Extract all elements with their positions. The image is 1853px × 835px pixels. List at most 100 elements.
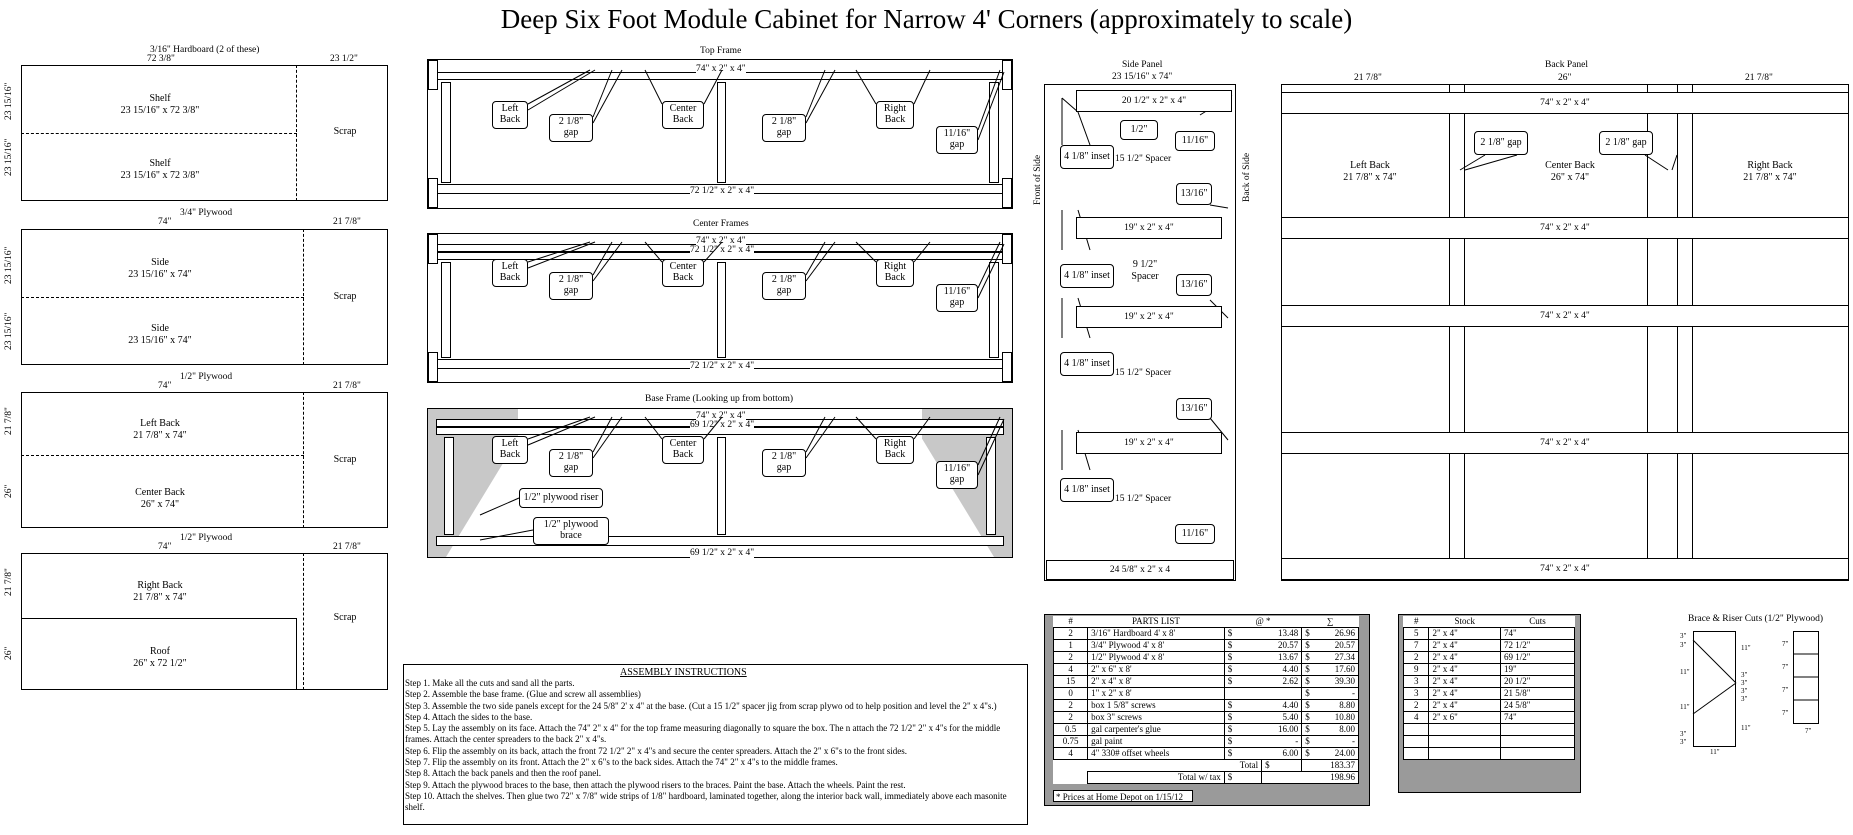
board-b2: 19" x 2" x 4": [1076, 217, 1222, 239]
stock-cell: [1500, 747, 1575, 760]
parts-header: ∑: [1326, 616, 1334, 626]
assembly-step: Step 1. Make all the cuts and sand all t…: [405, 678, 575, 688]
stock-header: Cuts: [1529, 616, 1546, 626]
callout-gap: 2 1/8" gap: [762, 449, 806, 477]
assembly-step: Step 4. Attach the sides to the base.: [405, 711, 533, 722]
scrap-label: Scrap: [333, 291, 357, 302]
callout-gap: 2 1/8" gap: [1474, 131, 1528, 155]
stock-header: #: [1413, 616, 1419, 626]
sheet-outline: [21, 392, 388, 528]
brace-heading: Brace & Riser Cuts (1/2" Plywood): [1688, 614, 1824, 624]
callout-11-16: 11/16": [1175, 131, 1215, 151]
parts-cell: [1261, 687, 1303, 700]
assembly-step: Step 3. Assemble the two side panels exc…: [405, 700, 997, 711]
stock-cell: 7: [1402, 639, 1430, 652]
assembly-step: shelf.: [405, 802, 425, 813]
assembly-step: Step 9. Attach the plywood braces to the…: [405, 779, 906, 790]
width-label: 26": [1558, 73, 1572, 83]
board-b3: 19" x 2" x 4": [1076, 306, 1222, 328]
assembly-instructions-box: [403, 664, 1028, 825]
panel-size-label: 23 15/16" x 74": [1112, 72, 1173, 82]
parts-tax-cell: 198.96: [1261, 771, 1359, 784]
panel-heading: Side Panel: [1122, 60, 1163, 70]
stock-cell: 2" x 4": [1428, 699, 1502, 712]
stock-cell: [1428, 735, 1502, 748]
parts-cell: 24.00: [1318, 747, 1360, 760]
parts-cell: -: [1318, 687, 1360, 700]
scrap-width-label: 21 7/8": [333, 381, 361, 391]
scrap-width-label: 21 7/8": [333, 542, 361, 552]
callout-gap: 2 1/8" gap: [549, 272, 593, 300]
rail: 74" x 2" x 4": [1281, 305, 1849, 327]
rail: 74" x 2" x 4": [1281, 92, 1849, 114]
parts-cell: 27.34: [1318, 651, 1360, 664]
callout-center-back: Center Back: [662, 101, 704, 129]
stock-cell: 69 1/2": [1500, 651, 1575, 664]
parts-cell: $: [1301, 723, 1319, 736]
rail: 74" x 2" x 4": [1281, 432, 1849, 454]
callout-11-16: 11/16": [1175, 524, 1215, 544]
panel-heading: Back Panel: [1545, 60, 1589, 70]
assembly-steps: Step 1. Make all the cuts and sand all t…: [405, 678, 1025, 814]
callout-half: 1/2": [1120, 120, 1158, 140]
page-title: Deep Six Foot Module Cabinet for Narrow …: [500, 4, 1353, 34]
callout-gap-right: 11/16" gap: [936, 284, 978, 312]
parts-total-cell: 183.37: [1301, 759, 1359, 772]
back-panel-outline: [1281, 84, 1849, 581]
sheet-width-label: 74": [158, 542, 172, 552]
stock-cell: 74": [1500, 711, 1575, 724]
stock-cell: 3: [1402, 687, 1430, 700]
scrap-width-label: 21 7/8": [333, 217, 361, 227]
parts-total-cell: Total: [1239, 760, 1259, 770]
callout-center-back: Center Back: [662, 259, 704, 287]
sheet-heading: 1/2" Plywood: [180, 372, 233, 382]
sheet-width-label: 74": [158, 381, 172, 391]
stock-cell: [1402, 747, 1430, 760]
scrap-label: Scrap: [333, 126, 357, 137]
parts-cell: $: [1301, 639, 1319, 652]
top-board-label: 74" x 2" x 4": [696, 64, 746, 74]
stock-cell: 2" x 4": [1428, 651, 1502, 664]
top2-board-label: 69 1/2" x 2" x 4": [690, 420, 755, 430]
side-panel-outline: [1044, 84, 1236, 581]
bottom-board-label: 72 1/2" x 2" x 4": [690, 361, 755, 371]
rail: 74" x 2" x 4": [1281, 217, 1849, 239]
callout-inset: 4 1/8" inset: [1060, 478, 1114, 502]
parts-cell: 10.80: [1318, 711, 1360, 724]
parts-cell: 4.40: [1261, 663, 1303, 676]
frame-heading: Top Frame: [700, 46, 742, 56]
top-board-label: 74" x 2" x 4": [696, 236, 746, 246]
assembly-step: Step 2. Assemble the base frame. (Glue a…: [405, 689, 641, 700]
parts-cell: 2: [1052, 711, 1089, 724]
assembly-heading: ASSEMBLY INSTRUCTIONS: [620, 667, 747, 678]
assembly-step: Step 5. Lay the assembly on its face. At…: [405, 723, 1001, 734]
parts-cell: 4" 330# offset wheels: [1087, 747, 1225, 760]
callout-gap: 2 1/8" gap: [762, 114, 806, 142]
spacer-label: 15 1/2" Spacer: [1115, 154, 1172, 164]
stock-cell: 3: [1402, 675, 1430, 688]
parts-cell: 6.00: [1261, 747, 1303, 760]
stock-row: [1402, 747, 1575, 760]
bottom-board-label: 72 1/2" x 2" x 4": [690, 186, 755, 196]
scrap-label: Scrap: [333, 612, 357, 623]
callout-riser: 1/2" plywood riser: [519, 488, 603, 508]
sheet-heading: 3/4" Plywood: [180, 208, 233, 218]
parts-cell: 26.96: [1318, 627, 1360, 640]
parts-cell: -: [1261, 735, 1303, 748]
assembly-step: Step 6. Flip the assembly on its back, a…: [405, 745, 908, 756]
